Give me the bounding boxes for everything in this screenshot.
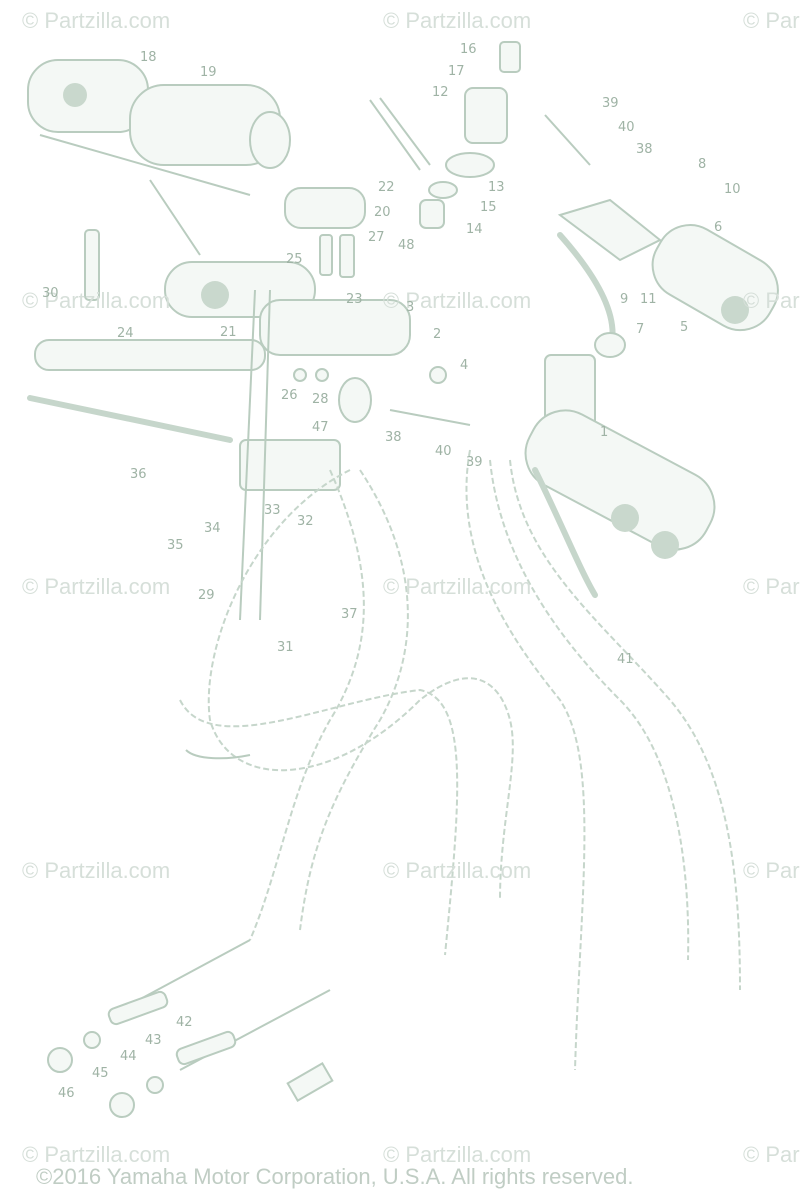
callout-44: 44: [120, 1049, 137, 1064]
callout-14: 14: [466, 222, 483, 237]
callout-43: 43: [145, 1033, 162, 1048]
callout-11: 11: [640, 292, 657, 307]
callout-4: 4: [460, 358, 469, 373]
callout-1: 1: [600, 425, 609, 440]
callout-15: 15: [480, 200, 497, 215]
callout-40: 40: [618, 120, 635, 135]
callout-18: 18: [140, 50, 157, 65]
callout-34: 34: [204, 521, 221, 536]
callout-40-b: 40: [435, 444, 452, 459]
callout-16: 16: [460, 42, 477, 57]
callout-38: 38: [636, 142, 653, 157]
callout-23: 23: [346, 292, 363, 307]
callout-32: 32: [297, 514, 314, 529]
callout-29: 29: [198, 588, 215, 603]
watermark: © Partzilla.com: [383, 288, 532, 313]
grip-assembly-top: [27, 59, 291, 256]
watermark: © Partzilla.com: [383, 1142, 532, 1167]
callout-19: 19: [200, 65, 217, 80]
watermark: © Partzilla.com: [22, 288, 171, 313]
watermark: © Par: [743, 574, 800, 599]
watermark: © Partzilla.com: [22, 858, 171, 883]
small-parts: [47, 229, 447, 1118]
right-lever-grip: [544, 114, 779, 358]
callout-26: 26: [281, 388, 298, 403]
callout-36: 36: [130, 467, 147, 482]
callout-41: 41: [617, 652, 634, 667]
callout-48: 48: [398, 238, 415, 253]
callout-35: 35: [167, 538, 184, 553]
switch-assembly: [284, 41, 521, 229]
callout-9: 9: [620, 292, 629, 307]
watermark: © Partzilla.com: [22, 8, 171, 33]
callout-30: 30: [42, 286, 59, 301]
watermark: © Partzilla.com: [22, 1142, 171, 1167]
callout-10: 10: [724, 182, 741, 197]
callout-47: 47: [312, 420, 329, 435]
callout-20: 20: [374, 205, 391, 220]
watermark: © Par: [743, 8, 800, 33]
callout-33: 33: [264, 503, 281, 518]
callout-27: 27: [368, 230, 385, 245]
callout-42: 42: [176, 1015, 193, 1030]
watermark: © Par: [743, 288, 800, 313]
callout-17: 17: [448, 64, 465, 79]
callout-21: 21: [220, 325, 237, 340]
callout-2: 2: [433, 327, 442, 342]
callout-46: 46: [58, 1086, 75, 1101]
callout-12: 12: [432, 85, 449, 100]
watermark: © Partzilla.com: [22, 574, 171, 599]
callout-5: 5: [680, 320, 689, 335]
right-grip-assembly: [389, 354, 716, 598]
watermark: © Par: [743, 1142, 800, 1167]
callout-28: 28: [312, 392, 329, 407]
callout-6: 6: [714, 220, 723, 235]
callout-37: 37: [341, 607, 358, 622]
callout-45: 45: [92, 1066, 109, 1081]
copyright-notice: ©2016 Yamaha Motor Corporation, U.S.A. A…: [36, 1164, 634, 1189]
control-cables: [119, 449, 741, 1103]
callout-7: 7: [636, 322, 645, 337]
callout-8: 8: [698, 157, 707, 172]
callout-38-b: 38: [385, 430, 402, 445]
handlebar: [27, 261, 411, 621]
callout-24: 24: [117, 326, 134, 341]
callout-3: 3: [406, 300, 415, 315]
watermark: © Par: [743, 858, 800, 883]
watermark: © Partzilla.com: [383, 574, 532, 599]
callout-22: 22: [378, 180, 395, 195]
watermark: © Partzilla.com: [383, 858, 532, 883]
callout-39: 39: [602, 96, 619, 111]
callout-13: 13: [488, 180, 505, 195]
callout-25: 25: [286, 252, 303, 267]
callout-39-b: 39: [466, 455, 483, 470]
callout-31: 31: [277, 640, 294, 655]
watermark: © Partzilla.com: [383, 8, 532, 33]
